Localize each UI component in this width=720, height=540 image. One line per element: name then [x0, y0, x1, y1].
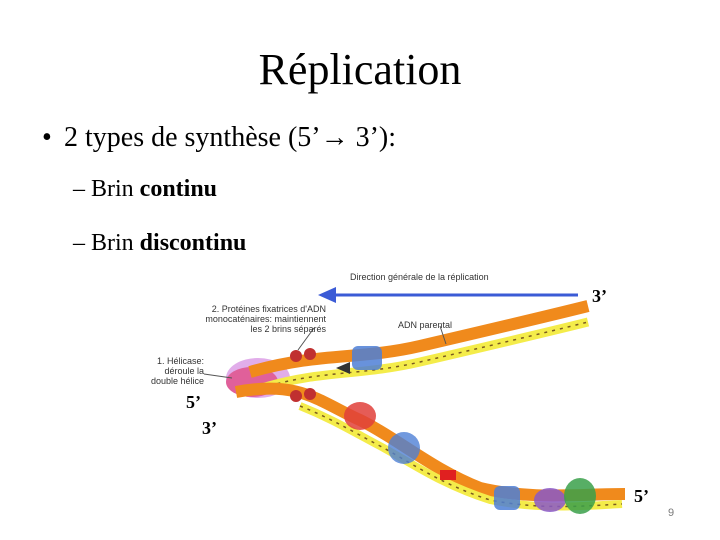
- sub-bold: continu: [139, 176, 218, 202]
- helicase-label: 1. Hélicase: déroule la double hélice: [144, 356, 204, 386]
- helicase-label-line: 1. Hélicase:: [156, 356, 204, 366]
- direction-label: Direction générale de la réplication: [350, 272, 489, 282]
- primer-block: [440, 470, 456, 480]
- ssb-pointer: [297, 327, 315, 351]
- upper-new-strand-arrow: [336, 362, 350, 374]
- polymerase-blob: [388, 432, 420, 464]
- ssb-protein: [304, 348, 316, 360]
- polymerase-blob: [494, 486, 520, 510]
- bullet-text: 2 types de synthèse (5’→ 3’):: [64, 122, 397, 153]
- dash: –: [73, 176, 85, 202]
- label-5prime-left: 5’: [186, 392, 201, 412]
- parental-dna-label: ADN parental: [398, 320, 453, 330]
- polymerase-blob: [352, 346, 382, 370]
- ligase-blob: [534, 488, 566, 512]
- sub-prefix: Brin: [91, 230, 140, 256]
- ssb-label-line: monocaténaires: maintiennent: [205, 314, 326, 324]
- ssb-protein: [290, 350, 302, 362]
- ssb-protein: [290, 390, 302, 402]
- ssb-label-line: les 2 brins séparés: [250, 324, 326, 334]
- label-5prime-bottom: 5’: [634, 486, 649, 506]
- helicase-label-line: double hélice: [150, 376, 204, 386]
- label-3prime-left: 3’: [202, 418, 217, 438]
- lower-strand-orange: [234, 382, 626, 502]
- label-3prime-top: 3’: [592, 286, 607, 306]
- ssb-label-line: 2. Protéines fixatrices d'ADN: [211, 304, 326, 314]
- direction-arrow-head: [318, 287, 336, 303]
- helicase-pointer: [203, 373, 233, 379]
- upper-strand-bases: [261, 321, 589, 389]
- bullet-marker: •: [42, 122, 52, 153]
- upper-strand-orange: [248, 300, 590, 378]
- sub-prefix: Brin: [91, 176, 140, 202]
- parental-pointer: [439, 325, 447, 345]
- helicase-label-line: déroule la: [164, 366, 204, 376]
- sub-bold: discontinu: [139, 230, 247, 256]
- lower-strand-bases: [299, 405, 623, 508]
- green-protein-blob: [564, 478, 596, 514]
- dash: –: [73, 230, 85, 256]
- ssb-label: 2. Protéines fixatrices d'ADN monocaténa…: [176, 304, 326, 334]
- slide-title: Réplication: [258, 45, 462, 94]
- sub-bullet-discontinu: – Brin discontinu: [73, 230, 246, 257]
- sub-bullet-continu: – Brin continu: [73, 176, 217, 203]
- page-number: 9: [668, 507, 675, 519]
- ssb-protein: [304, 388, 316, 400]
- bullet-main: • 2 types de synthèse (5’→ 3’):: [42, 122, 396, 154]
- primase-blob: [344, 402, 376, 430]
